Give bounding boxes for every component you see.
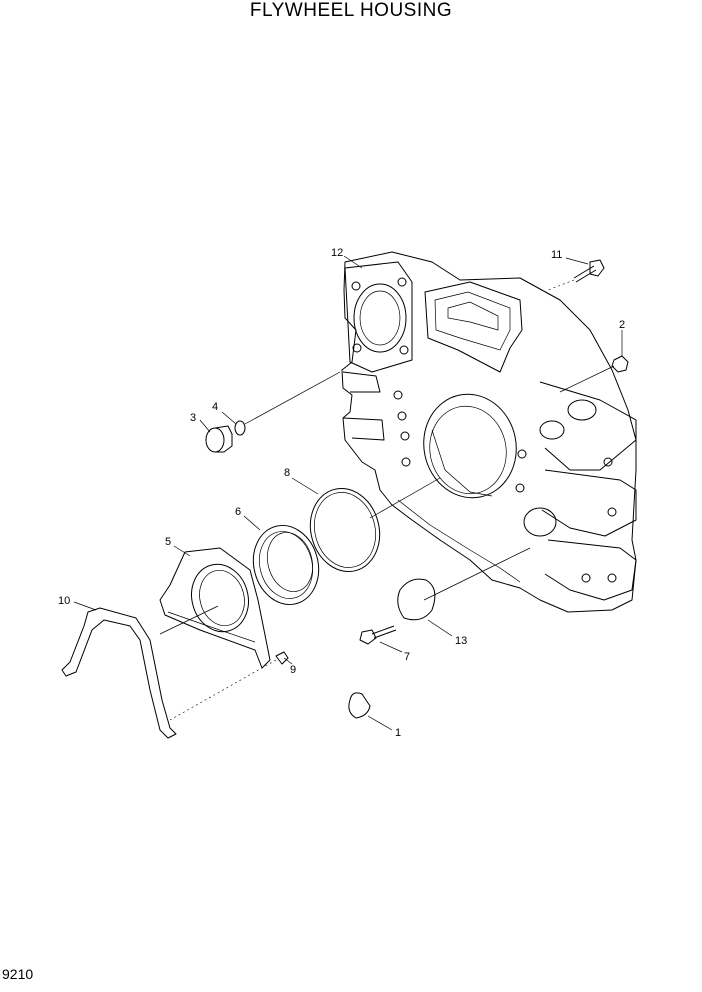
oil-seal[interactable] (245, 518, 328, 612)
plug-right[interactable] (559, 355, 629, 393)
callout-1: 1 (395, 727, 401, 739)
page-number: 9210 (2, 966, 34, 982)
plug-left[interactable] (205, 425, 233, 453)
callout-leaders (73, 255, 623, 731)
bolt-cover[interactable] (359, 625, 397, 645)
callout-8: 8 (284, 467, 290, 479)
callout-10: 10 (58, 595, 70, 607)
page-title: FLYWHEEL HOUSING (249, 0, 453, 21)
callout-7: 7 (404, 651, 410, 663)
callout-labels: 12 11 2 3 4 8 6 5 10 13 7 9 1 (58, 247, 625, 739)
callout-9: 9 (290, 664, 296, 676)
callout-5: 5 (165, 536, 171, 548)
o-ring-small[interactable] (234, 371, 341, 436)
bolt-top[interactable] (547, 259, 605, 291)
o-ring-large[interactable] (301, 477, 441, 579)
callout-12: 12 (331, 247, 343, 259)
cover-plate[interactable] (397, 547, 531, 621)
gasket[interactable] (61, 607, 177, 739)
clip[interactable] (348, 692, 371, 719)
flywheel-housing[interactable] (341, 251, 637, 613)
callout-6: 6 (235, 506, 241, 518)
callout-2: 2 (619, 319, 625, 331)
callout-13: 13 (455, 635, 467, 647)
callout-3: 3 (190, 412, 196, 424)
callout-11: 11 (551, 249, 562, 261)
bolt-seal-housing[interactable] (169, 651, 289, 721)
callout-4: 4 (212, 401, 218, 413)
seal-housing[interactable] (159, 547, 271, 669)
